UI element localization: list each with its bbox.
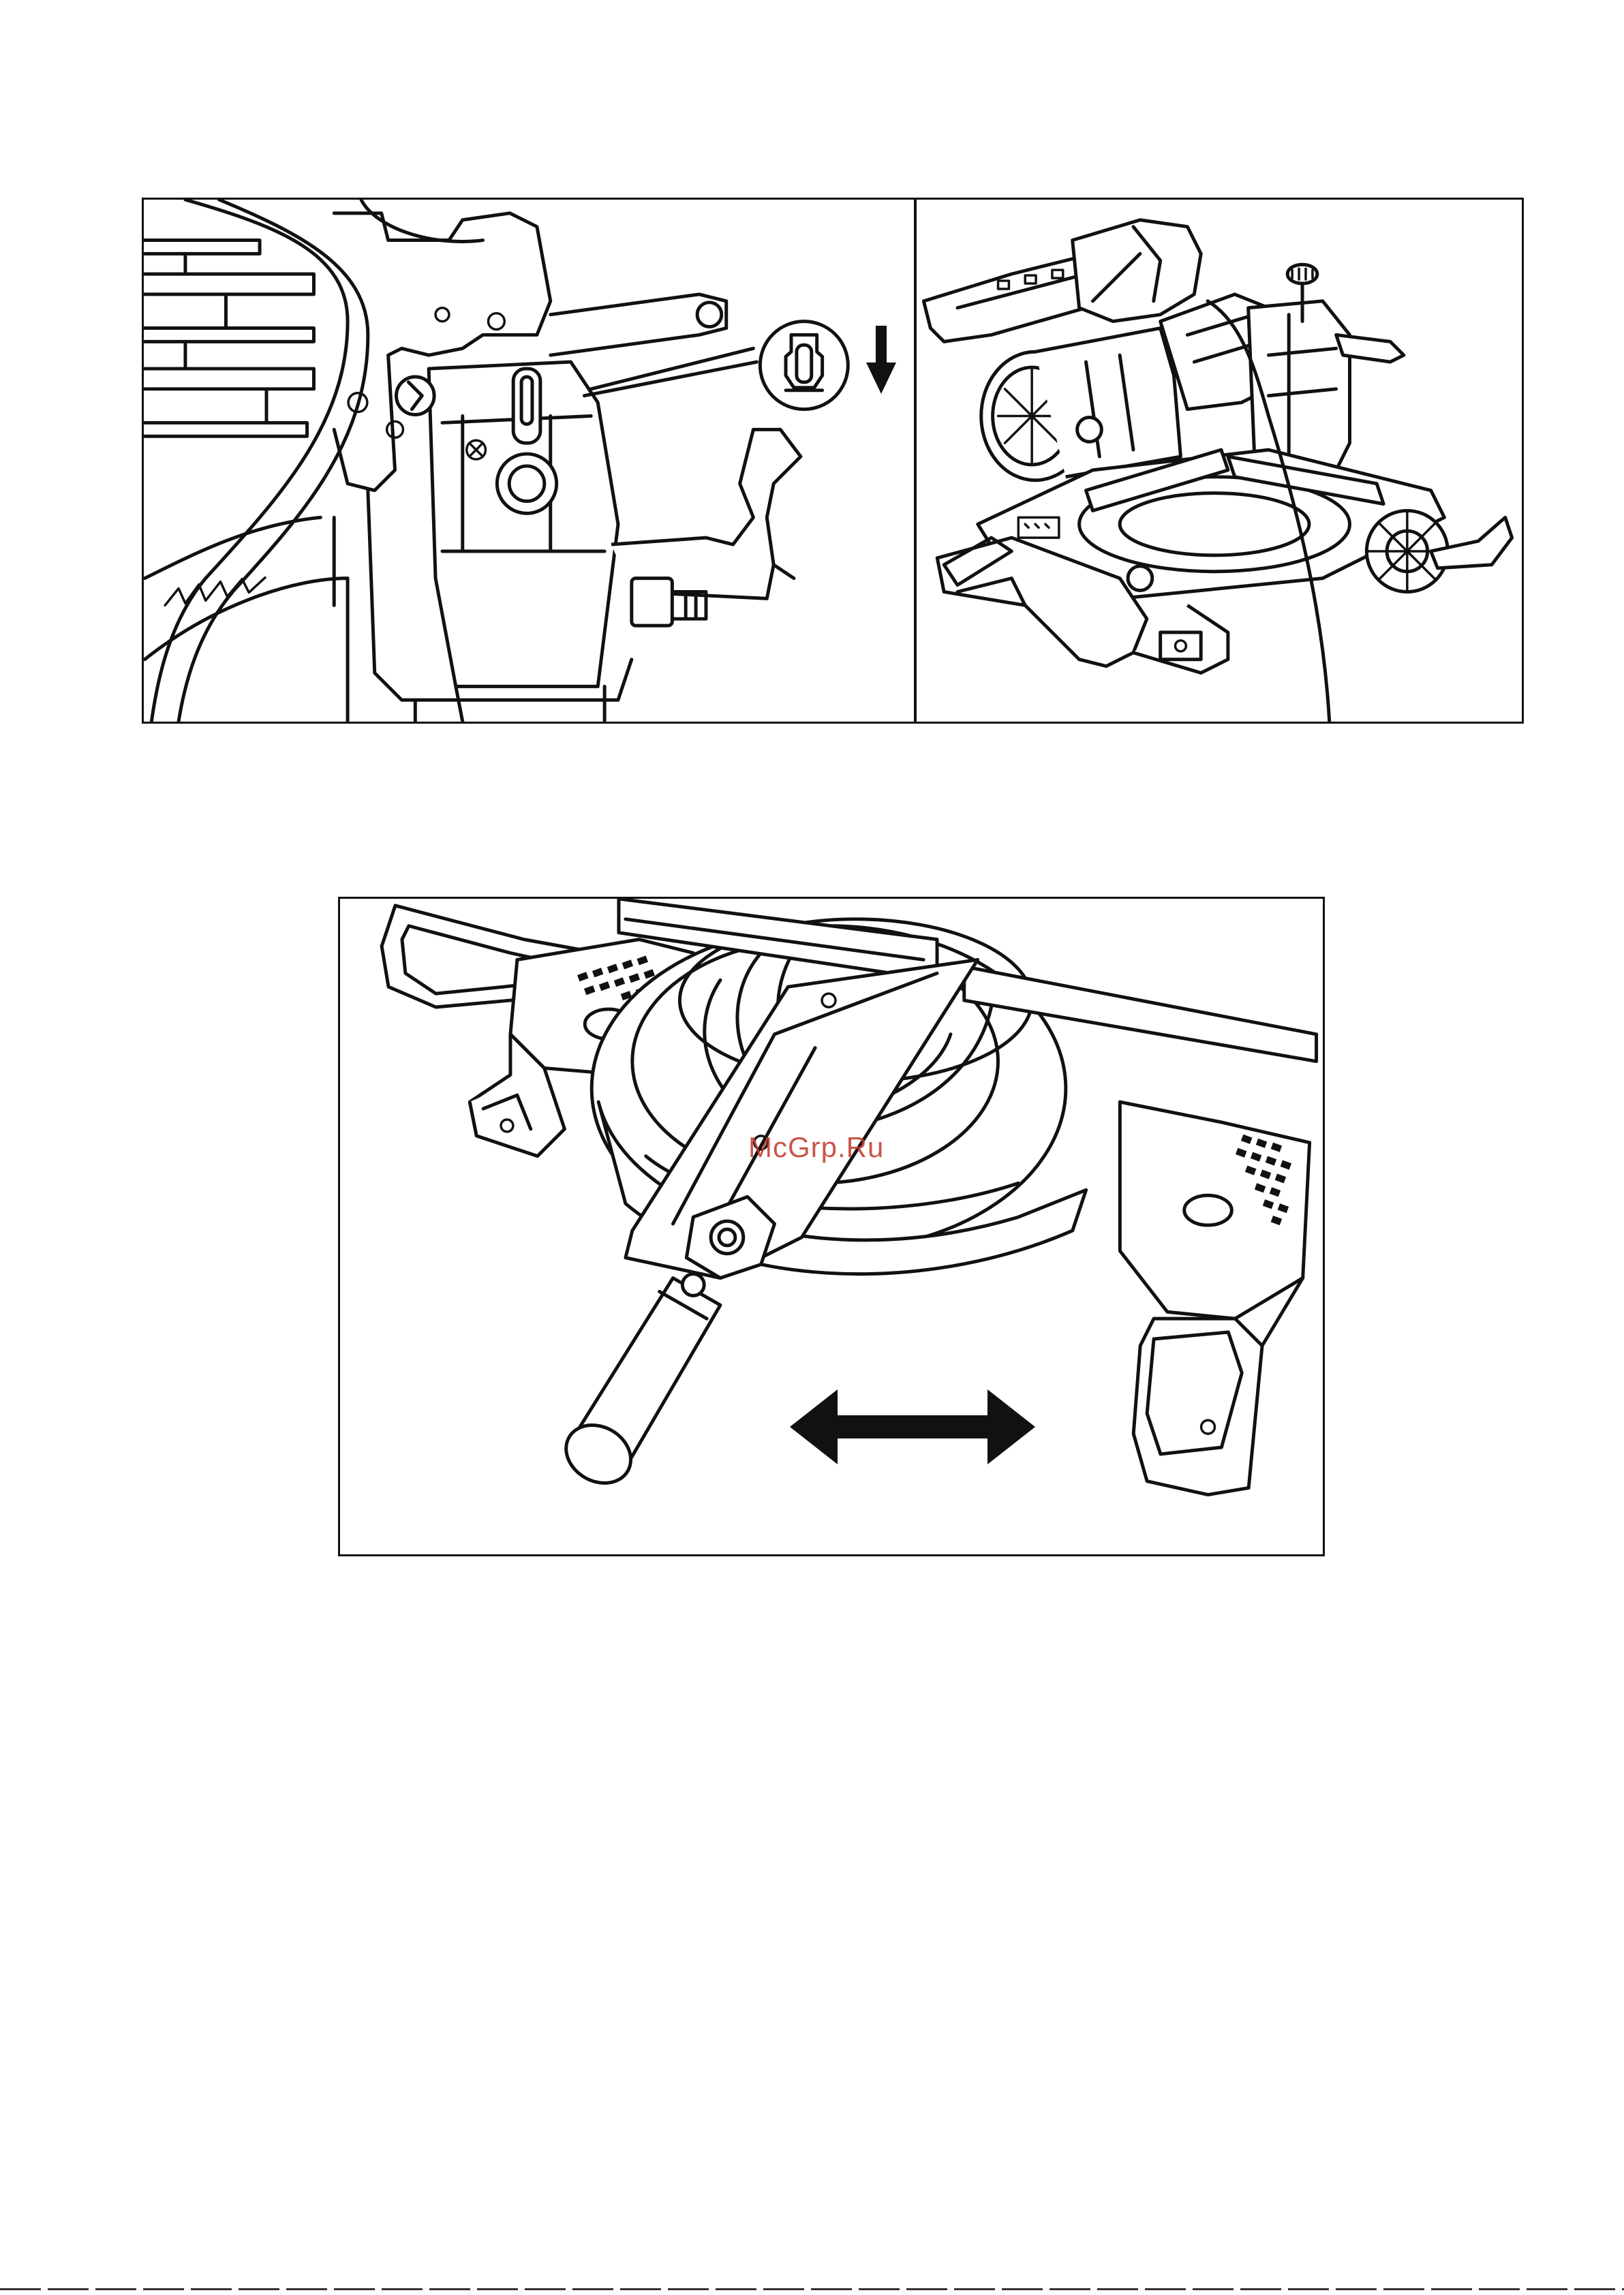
figure-saw-overview bbox=[915, 198, 1524, 724]
page-bottom-edge bbox=[0, 2288, 1624, 2290]
figure-lock-pin-detail bbox=[142, 198, 916, 724]
figure-miter-table-rotation bbox=[338, 897, 1325, 1556]
watermark: McGrp.Ru bbox=[748, 1131, 884, 1164]
double-arrow-icon bbox=[790, 1389, 1035, 1464]
lock-pin-illustration bbox=[144, 200, 914, 722]
saw-overview-illustration bbox=[917, 200, 1522, 722]
down-arrow-icon bbox=[866, 326, 896, 394]
